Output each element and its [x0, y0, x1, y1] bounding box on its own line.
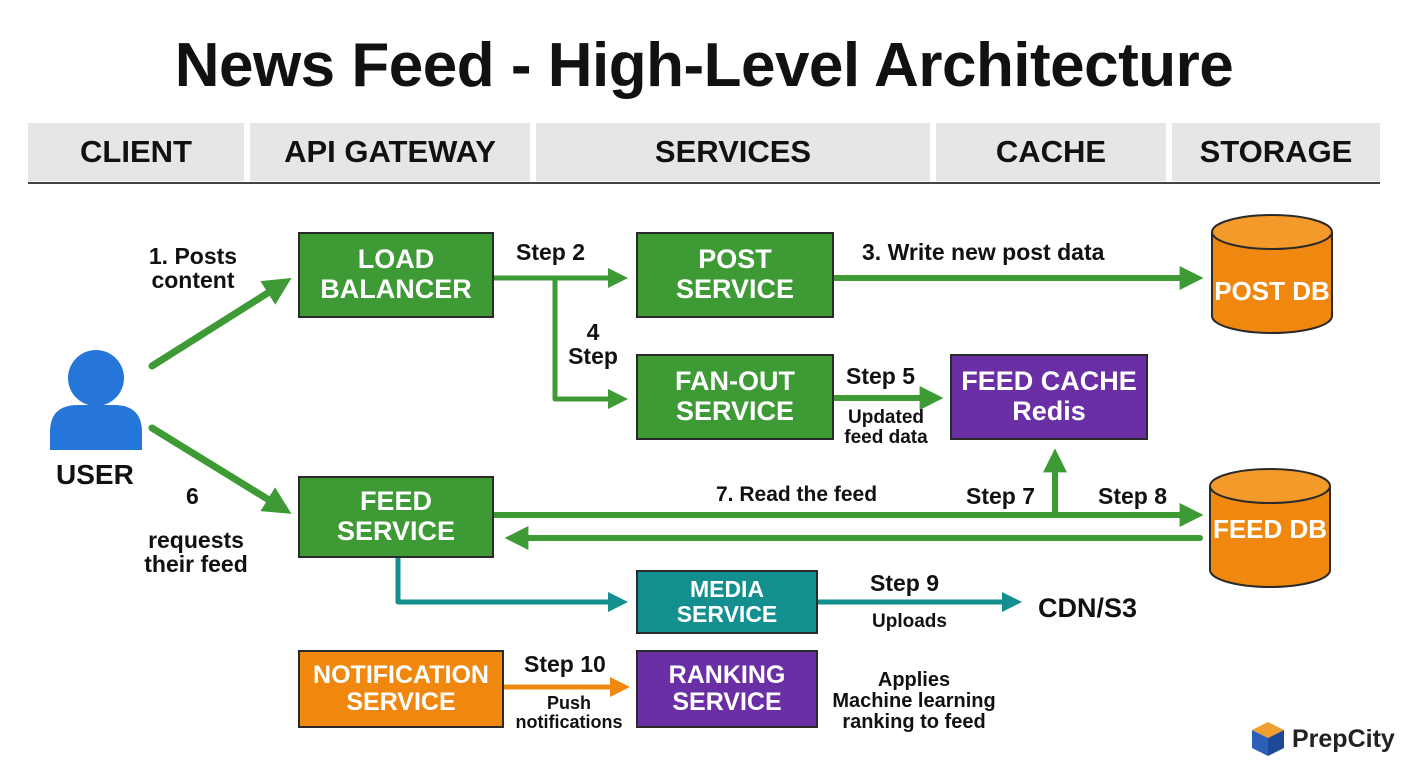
page-title: News Feed - High-Level Architecture — [174, 31, 1234, 100]
step6-text-label: requests their feed — [128, 528, 264, 576]
uploads-label: Uploads — [872, 611, 947, 632]
feed-db-cylinder — [1209, 468, 1331, 588]
lane-header-client: CLIENT — [28, 123, 244, 181]
lane-header-api-gateway: API GATEWAY — [250, 123, 530, 181]
ranking-service-line1: RANKING — [668, 660, 786, 689]
step2-label: Step 2 — [516, 239, 586, 265]
feed-service-line1: FEED — [359, 486, 432, 517]
feed-cache-line2: Redis — [1012, 396, 1086, 426]
load-balancer-line2: BALANCER — [320, 274, 472, 304]
load-balancer-line1: LOAD — [357, 244, 435, 275]
feed-db-label: FEED DB — [1212, 514, 1328, 544]
arrow-user-to-load-balancer — [148, 278, 292, 370]
step7-read-label: 7. Read the feed — [716, 483, 878, 506]
ranking-service-line2: SERVICE — [672, 688, 782, 716]
arrow-user-to-feed-service — [148, 424, 292, 514]
lane-header-cache: CACHE — [936, 123, 1166, 181]
arrow-feed-service-to-media — [395, 555, 628, 612]
step6-number-label: 6 — [186, 483, 199, 509]
step10-label: Step 10 — [524, 651, 606, 677]
step3-label: 3. Write new post data — [862, 239, 1105, 265]
arrow-lb-to-fanout-service — [552, 276, 628, 409]
ranking-service-box[interactable]: RANKING SERVICE — [636, 650, 818, 728]
step7-label: Step 7 — [966, 483, 1036, 509]
step6-text-line2: their feed — [144, 551, 248, 578]
media-service-line2: SERVICE — [676, 601, 778, 627]
step9-label: Step 9 — [870, 570, 940, 596]
feed-cache-line1: FEED CACHE — [961, 366, 1137, 397]
media-service-line1: MEDIA — [689, 575, 765, 602]
notification-service-line1: NOTIFICATION — [313, 660, 489, 689]
fanout-service-line1: FAN-OUT — [675, 366, 795, 397]
posts-content-line2: content — [151, 267, 235, 294]
ranking-note-line2: Machine learning — [832, 690, 996, 712]
cdn-s3-label: CDN/S3 — [1038, 593, 1138, 623]
lane-header-storage: STORAGE — [1172, 123, 1380, 181]
media-service-box[interactable]: MEDIA SERVICE — [636, 570, 818, 634]
user-label: USER — [56, 459, 134, 490]
ranking-note-line3: ranking to feed — [842, 711, 986, 733]
lane-header-services: SERVICES — [536, 123, 930, 181]
fanout-service-box[interactable]: FAN-OUT SERVICE — [636, 354, 834, 440]
step8-label: Step 8 — [1098, 483, 1168, 509]
post-service-box[interactable]: POST SERVICE — [636, 232, 834, 318]
step5-label: Step 5 — [846, 363, 916, 389]
post-service-line2: SERVICE — [675, 274, 795, 304]
lane-divider — [28, 182, 1380, 184]
step6-text-line1: requests — [148, 527, 244, 553]
prepcity-cube-logo-icon — [1252, 722, 1284, 756]
brand-name: PrepCity — [1292, 725, 1395, 753]
step4-label: 4 Step — [562, 320, 624, 368]
post-db-label: POST DB — [1214, 276, 1330, 306]
notification-service-line2: SERVICE — [346, 688, 456, 716]
post-service-line1: POST — [698, 244, 772, 275]
load-balancer-box[interactable]: LOAD BALANCER — [298, 232, 494, 318]
step4-line1: 4 — [586, 319, 600, 345]
feed-cache-box[interactable]: FEED CACHE Redis — [950, 354, 1148, 440]
push-line2: notifications — [515, 711, 623, 732]
ranking-note-label: Applies Machine learning ranking to feed — [828, 670, 1000, 733]
posts-content-label: 1. Posts content — [128, 244, 258, 292]
post-db-cylinder — [1211, 214, 1333, 334]
notification-service-box[interactable]: NOTIFICATION SERVICE — [298, 650, 504, 728]
fanout-service-line2: SERVICE — [675, 396, 795, 426]
feed-service-box[interactable]: FEED SERVICE — [298, 476, 494, 558]
updated-feed-line1: Updated — [848, 407, 924, 428]
updated-feed-line2: feed data — [844, 426, 928, 448]
push-line1: Push — [546, 693, 591, 713]
ranking-note-line1: Applies — [877, 669, 951, 691]
push-notifications-label: Push notifications — [512, 694, 626, 732]
posts-content-line1: 1. Posts — [148, 243, 238, 269]
step4-line2: Step — [568, 343, 618, 370]
user-icon — [50, 350, 142, 450]
feed-service-line2: SERVICE — [336, 516, 456, 546]
updated-feed-label: Updated feed data — [838, 408, 934, 448]
